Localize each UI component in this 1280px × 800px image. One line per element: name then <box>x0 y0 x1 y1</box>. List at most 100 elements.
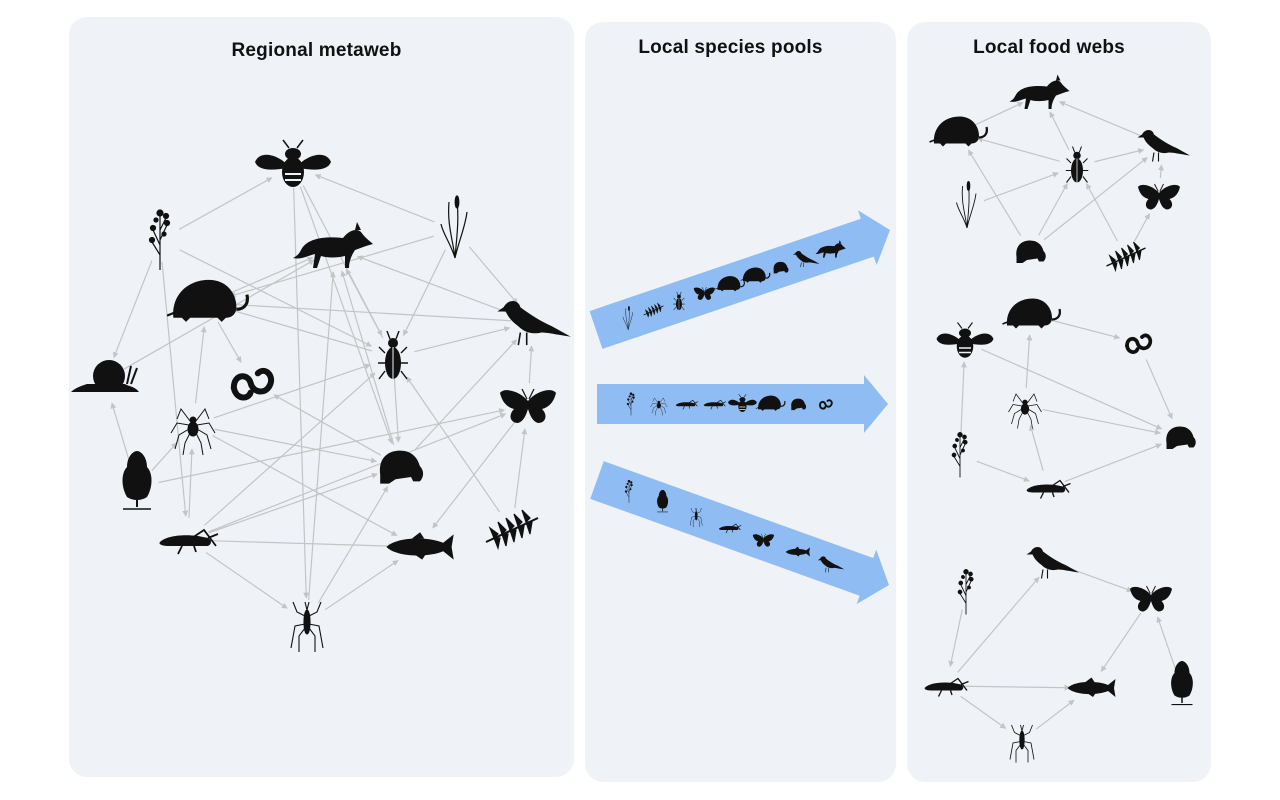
metaweb-edge-vole-snake <box>217 321 242 363</box>
web2-toad-icon <box>1166 426 1196 449</box>
metaweb-bee-icon <box>254 139 332 188</box>
web2-spider-icon <box>1008 393 1042 429</box>
web2-edge-grasshopper-toad <box>1064 443 1162 483</box>
web1-fern-icon <box>1105 241 1147 272</box>
web2-grasshopper-icon <box>1025 479 1072 500</box>
web3-butterfly-icon <box>1129 585 1173 612</box>
metaweb-panel: Regional metaweb <box>69 17 574 777</box>
web3-edge-grasshopper-fish <box>963 684 1071 691</box>
metaweb-edge-toad-snake <box>273 394 382 456</box>
web1-edge-beetle-fox <box>1049 111 1070 151</box>
metaweb-grass-icon <box>440 195 468 259</box>
web1-toad-icon <box>1016 240 1046 263</box>
metaweb-butterfly-icon <box>499 388 557 424</box>
metaweb-edge-beetle-toad <box>393 378 402 443</box>
web2-edge-wildflower-grasshopper <box>976 460 1030 482</box>
web1-edge-toad-beetle <box>1038 182 1068 236</box>
web3-wildflower-icon <box>957 569 974 615</box>
metaweb-edge-grass-beetle <box>402 249 446 336</box>
metaweb-edge-beetle-fox <box>345 268 384 338</box>
metaweb-fish-icon <box>386 532 454 560</box>
web3-edge-grasshopper-strider <box>960 695 1007 729</box>
pool-3-arrow <box>590 461 889 605</box>
web1-edge-bird-fox <box>1058 101 1147 139</box>
web3-water-strider-icon <box>1009 724 1035 763</box>
metaweb-edge-tree-snail <box>110 402 132 467</box>
web3-edge-bird-butterfly <box>1068 567 1133 593</box>
web1-edge-fern-beetle <box>1085 183 1118 242</box>
metaweb-bird-icon <box>496 300 572 346</box>
metaweb-edge-strider-fox <box>308 271 336 601</box>
web1-edge-toad-vole <box>967 149 1022 236</box>
web1-edge-grass-beetle <box>983 172 1059 202</box>
metaweb-wildflower-icon <box>148 209 171 271</box>
web2-edge-snake-toad <box>1145 359 1173 420</box>
metaweb-edge-grass-bee <box>314 174 435 223</box>
web1-edge-butterfly-bird <box>1158 164 1165 179</box>
web3-edge-strider-fish <box>1035 699 1075 730</box>
metaweb-toad-icon <box>379 450 424 484</box>
local-web-nodes <box>923 74 1196 763</box>
web1-beetle-icon <box>1065 145 1089 184</box>
metaweb-edge-wildflower-bee <box>178 177 273 230</box>
web2-edge-vole-snake <box>1048 318 1121 340</box>
web2-edge-spider-vole <box>1025 334 1033 389</box>
web2-edge-grasshopper-spider <box>1028 424 1044 471</box>
web2-edge-bee-toad <box>981 348 1163 430</box>
metaweb-edge-bee-toad <box>299 186 393 444</box>
metaweb-edge-bird-fox <box>356 255 513 315</box>
metaweb-edge-toad-bird <box>414 339 518 451</box>
web1-edge-toad-bird <box>1043 156 1148 241</box>
metaweb-edge-grass-vole <box>229 235 435 298</box>
metaweb-edge-strider-fish <box>324 559 399 611</box>
web1-grass-icon <box>956 181 977 229</box>
metaweb-edge-spider-toad <box>214 428 378 464</box>
web1-vole-icon <box>928 115 989 148</box>
metaweb-edge-spider-fish <box>212 434 398 537</box>
web1-butterfly-icon <box>1137 183 1181 210</box>
metaweb-vole-icon <box>165 278 250 324</box>
metaweb-grasshopper-icon <box>158 529 219 555</box>
pool-arrows <box>589 210 890 605</box>
metaweb-tree-icon <box>121 450 153 510</box>
web1-edge-beetle-vole <box>976 136 1060 162</box>
local-web-edges <box>948 101 1177 730</box>
metaweb-edge-grasshopper-strider <box>205 551 288 609</box>
metaweb-edge-grasshopper-butterfly <box>208 413 507 533</box>
metaweb-fern-icon <box>485 509 539 549</box>
metaweb-snake-icon <box>234 371 271 398</box>
metaweb-beetle-icon <box>377 330 409 380</box>
metaweb-edge-grasshopper-beetle <box>204 372 376 526</box>
web2-bee-icon <box>935 321 995 359</box>
web3-bird-icon <box>1025 546 1080 580</box>
web2-snake-icon <box>1125 333 1153 354</box>
metaweb-edge-toad-fox <box>340 270 395 446</box>
metaweb-edge-beetle-vole <box>229 308 373 352</box>
metaweb-edge-wildflower-snail <box>112 260 153 359</box>
web3-fish-icon <box>1067 677 1116 697</box>
metaweb-edge-tree-spider <box>151 442 178 472</box>
metaweb-edges <box>110 174 535 611</box>
web1-bird-icon <box>1136 129 1191 163</box>
web1-edge-fern-butterfly <box>1134 213 1151 242</box>
web3-grasshopper-icon <box>923 677 970 698</box>
web3-edge-butterfly-fish <box>1100 612 1142 672</box>
metaweb-edge-spider-vole <box>194 326 207 404</box>
pools-title: Local species pools <box>638 37 823 58</box>
web3-edge-tree-butterfly <box>1156 616 1177 672</box>
metaweb-edge-bee-strider <box>293 187 310 599</box>
web3-edge-grasshopper-bird <box>957 576 1040 673</box>
metaweb-edge-butterfly-fish <box>432 422 516 529</box>
web2-vole-icon <box>1001 297 1062 330</box>
metaweb-edge-beetle-bird <box>414 326 511 353</box>
metaweb-edge-spider-beetle <box>213 363 371 419</box>
web1-edge-vole-fox <box>974 101 1024 126</box>
pool-1-arrow <box>589 210 890 349</box>
webs-title: Local food webs <box>973 37 1125 58</box>
web1-fox-icon <box>1009 74 1070 109</box>
metaweb-edge-grass-bird <box>468 246 518 305</box>
web2-edge-wildflower-bee <box>960 361 967 438</box>
metaweb-edge-grasshopper-fish <box>209 540 395 550</box>
web1-edge-beetle-bird <box>1094 148 1145 163</box>
